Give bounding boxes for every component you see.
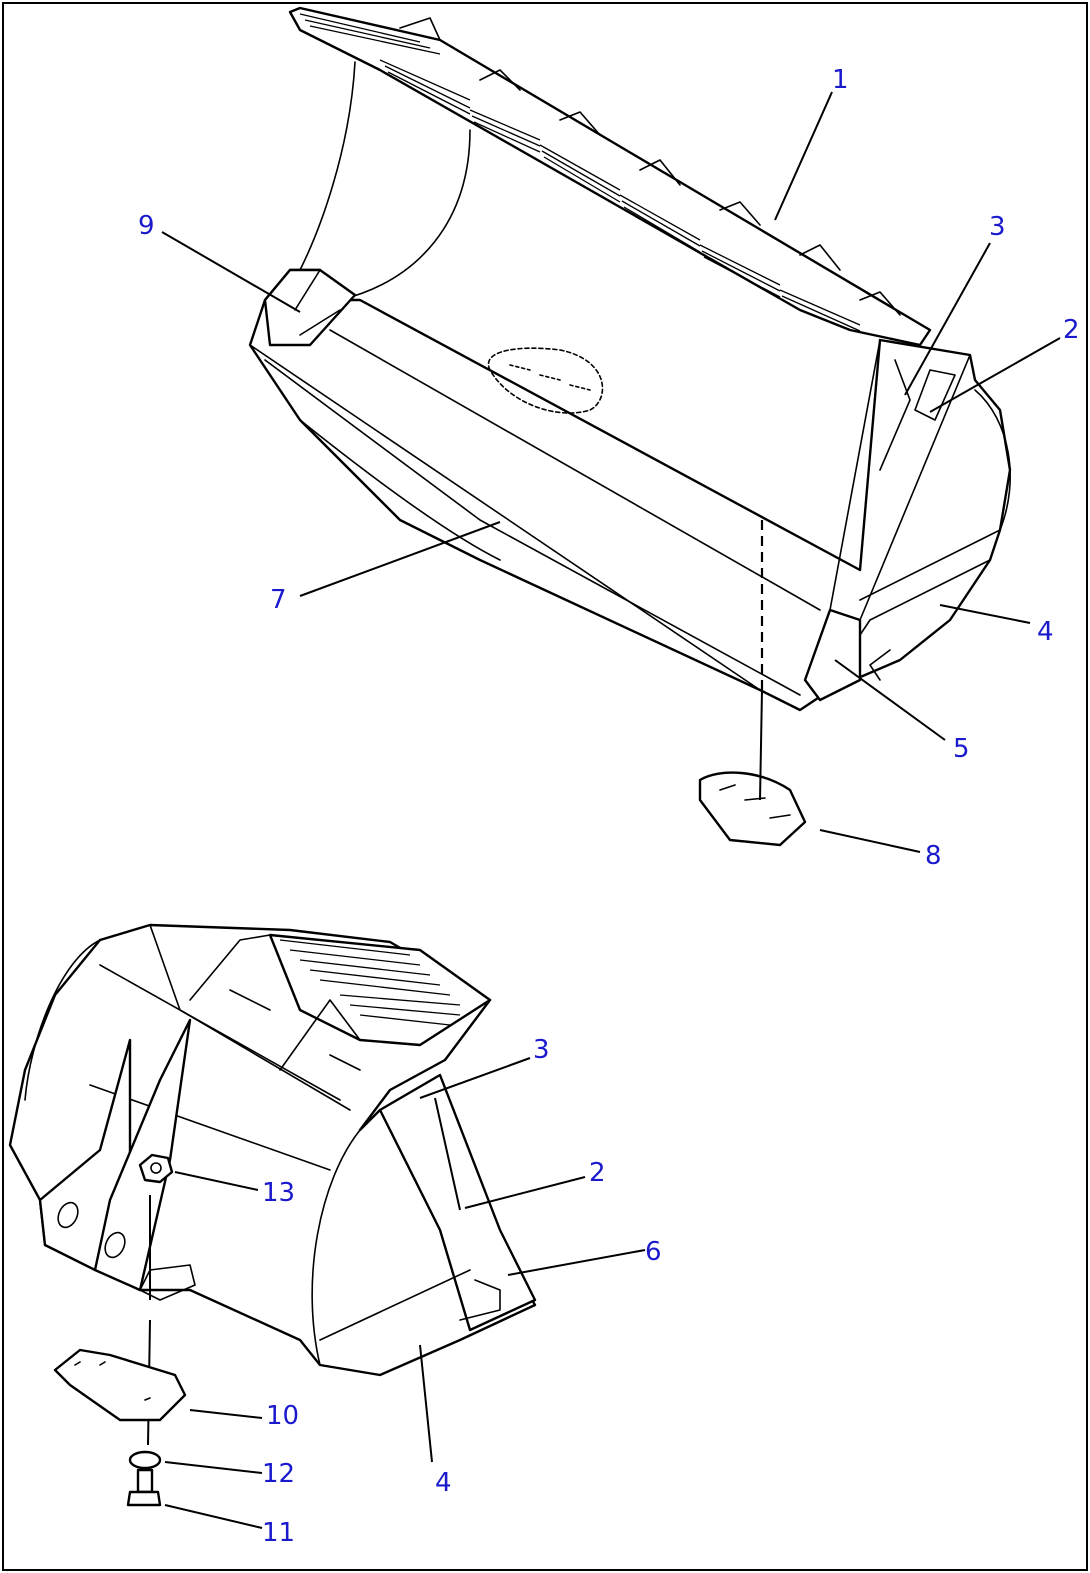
- rear-ribs: [189, 934, 361, 1071]
- right-foot-corner: [869, 649, 891, 681]
- callout-bot-10: 10: [266, 1401, 299, 1431]
- leader-9: [161, 231, 301, 313]
- callout-top-4: 4: [1037, 617, 1054, 647]
- part-10-holes: [74, 1361, 151, 1401]
- rear-bottom-seam: [319, 1269, 471, 1341]
- front-lip: [299, 419, 501, 561]
- side-plate-rib: [879, 359, 911, 471]
- callout-top-8: 8: [925, 841, 942, 871]
- bucket-rear-view: [8, 923, 537, 1507]
- callout-top-2: 2: [1063, 315, 1080, 345]
- callout-top-3: 3: [989, 212, 1006, 242]
- part-10-plate: [53, 1348, 187, 1422]
- leader-b-3b: [434, 1097, 461, 1211]
- bucket-inner-arc: [339, 129, 471, 301]
- callout-top-1: 1: [832, 65, 849, 95]
- callout-top-9: 9: [138, 211, 155, 241]
- leader-7: [299, 521, 501, 597]
- part-8-assembly-line: [759, 689, 763, 801]
- rear-side-curve: [311, 1129, 361, 1366]
- right-bottom-seam: [859, 529, 1001, 601]
- leader-b-4: [419, 1344, 433, 1463]
- leader-b-10: [189, 1409, 263, 1419]
- leader-b-3: [419, 1057, 531, 1099]
- rim-grating: [299, 13, 861, 332]
- leader-b-2: [464, 1176, 586, 1209]
- bucket-left-edge-line: [299, 61, 356, 271]
- rim-brackets: [399, 17, 901, 316]
- callout-bot-4: 4: [435, 1468, 452, 1498]
- rear-back-curve: [24, 939, 101, 1101]
- part-11-bolt-head: [126, 1490, 162, 1507]
- bottom-leader-lines: [164, 1057, 646, 1529]
- rear-top-seam: [99, 964, 341, 1101]
- rear-grating-bars: [279, 939, 461, 1026]
- bucket-front-view: [248, 6, 1012, 847]
- leader-4: [939, 604, 1031, 624]
- leader-3: [904, 242, 991, 396]
- side-plate-wear-pad: [914, 369, 956, 421]
- callout-bot-3: 3: [533, 1035, 550, 1065]
- cutting-edge-front: [249, 344, 761, 691]
- callout-bot-6: 6: [645, 1237, 662, 1267]
- left-corner-detail: [294, 269, 341, 336]
- bottom-callouts: 2 3 4 6 10 11 12 13: [262, 1035, 662, 1548]
- hinge-hole-right: [104, 1231, 126, 1259]
- right-corner-plate: [803, 608, 862, 702]
- top-leader-lines: [161, 91, 1061, 853]
- callout-bot-13: 13: [262, 1178, 295, 1208]
- callout-bot-11: 11: [262, 1518, 295, 1548]
- rear-corner-detail: [459, 1279, 501, 1321]
- top-callouts: 1 2 3 4 5 7 8 9: [138, 65, 1080, 871]
- part-8-slots: [719, 784, 791, 819]
- part-12-washer: [128, 1450, 162, 1470]
- leader-5: [834, 659, 946, 741]
- leader-b-11: [164, 1504, 263, 1529]
- leader-b-13: [174, 1171, 259, 1191]
- logo-stencil-outline: [487, 347, 604, 414]
- callout-bot-12: 12: [262, 1459, 295, 1489]
- bucket-floor-line: [329, 329, 821, 611]
- callout-top-5: 5: [953, 734, 970, 764]
- callout-bot-2: 2: [589, 1158, 606, 1188]
- leader-b-12: [164, 1461, 263, 1474]
- hinge-hole-left: [57, 1201, 79, 1229]
- leader-1: [774, 91, 833, 221]
- logo-stencil-marks: [509, 364, 591, 391]
- part-11-bolt-shank: [136, 1468, 154, 1494]
- bucket-top-rim: [288, 6, 932, 347]
- rear-mount-pad: [139, 1264, 196, 1301]
- leader-b-6: [507, 1249, 646, 1276]
- right-back-curve: [974, 389, 1011, 531]
- leader-8: [819, 829, 921, 853]
- cutting-edge-lower: [264, 359, 801, 696]
- rear-step-seam: [149, 924, 351, 1111]
- part-8-wear-plate: [698, 771, 807, 847]
- callout-top-7: 7: [270, 585, 287, 615]
- leader-2: [929, 337, 1061, 413]
- part-13-nut: [138, 1153, 174, 1184]
- part-13-nut-hole: [150, 1162, 162, 1174]
- left-corner-plate: [263, 268, 357, 347]
